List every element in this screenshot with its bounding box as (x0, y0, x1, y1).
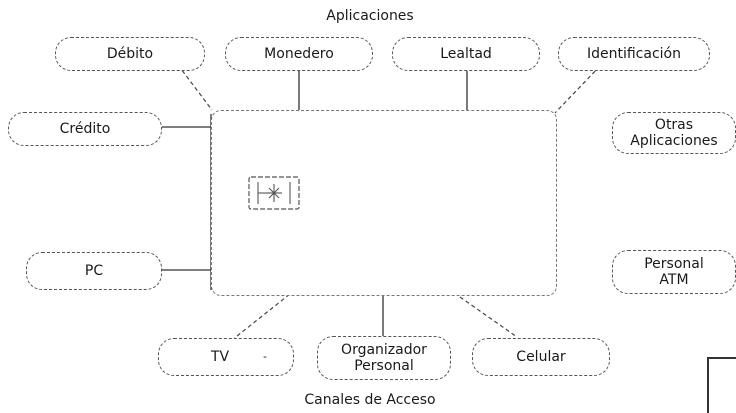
node-pc: PC (26, 252, 162, 290)
node-credito-label: Crédito (59, 121, 111, 137)
node-lealtad-label: Lealtad (440, 46, 492, 62)
node-celular-label: Celular (516, 349, 566, 365)
node-tv-label: TV (210, 349, 230, 365)
node-credito: Crédito (8, 112, 162, 146)
connector-celular (459, 296, 518, 338)
smart-card-chip-icon (248, 176, 300, 210)
applications-title: Aplicaciones (326, 8, 414, 24)
node-tv-mark: - (263, 350, 267, 363)
node-tv: TV - (158, 338, 294, 376)
node-lealtad: Lealtad (392, 37, 540, 71)
node-personal-atm: Personal ATM (612, 250, 736, 294)
node-debito-label: Débito (106, 46, 154, 62)
connector-identificacion (554, 65, 601, 114)
node-celular: Celular (472, 338, 610, 376)
node-otras-aplicaciones: Otras Aplicaciones (612, 112, 736, 154)
smart-card (211, 110, 557, 296)
node-personal-atm-label: Personal ATM (644, 256, 704, 288)
connector-tv (231, 289, 296, 341)
node-identificacion-label: Identificación (586, 46, 681, 62)
node-monedero-label: Monedero (264, 46, 334, 62)
connector-debito (177, 64, 213, 111)
node-organizador-personal-label: Organizador Personal (341, 342, 427, 374)
node-organizador-personal: Organizador Personal (317, 336, 451, 380)
access-channels-title: Canales de Acceso (304, 392, 436, 408)
node-identificacion: Identificación (558, 37, 710, 71)
node-debito: Débito (55, 37, 205, 71)
corner-frame (707, 357, 736, 413)
node-pc-label: PC (84, 263, 104, 279)
node-otras-aplicaciones-label: Otras Aplicaciones (630, 117, 718, 149)
node-monedero: Monedero (225, 37, 373, 71)
